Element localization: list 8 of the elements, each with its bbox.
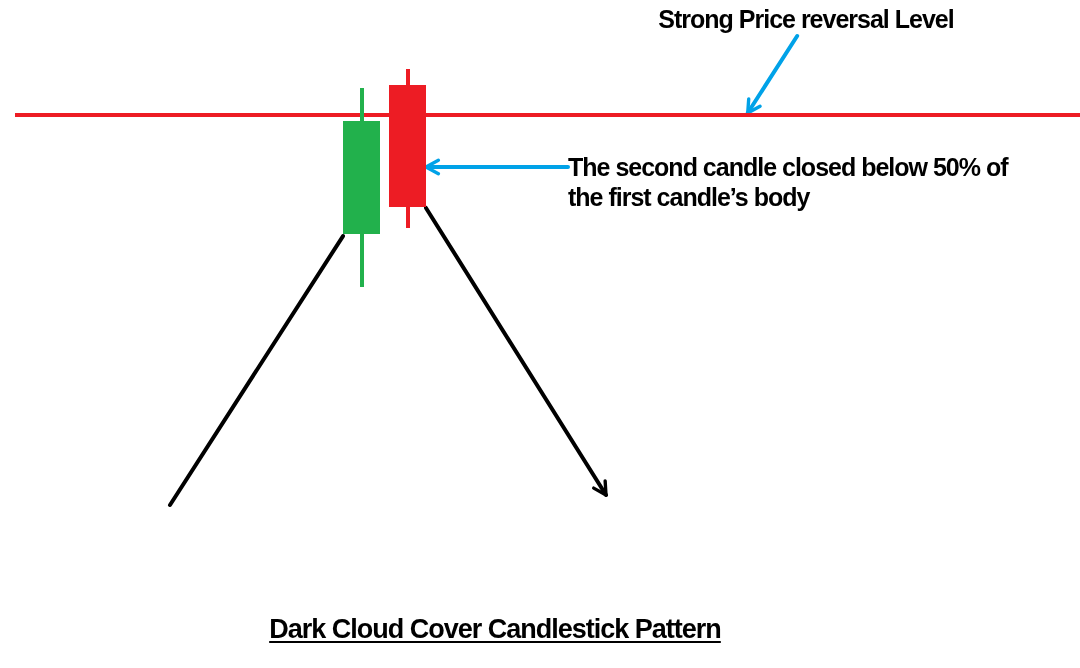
annotation-text: The second candle closed below 50% of the first candle’s body — [568, 152, 1030, 212]
bullish-candle — [343, 88, 380, 287]
trend-line — [168, 234, 345, 507]
annotation-text: Strong Price reversal Level — [636, 4, 976, 36]
trend-arrow — [424, 205, 608, 497]
caption: Dark Cloud Cover Candlestick Pattern — [269, 614, 721, 644]
bearish-candle — [389, 69, 426, 228]
leader-arrow — [745, 34, 800, 115]
